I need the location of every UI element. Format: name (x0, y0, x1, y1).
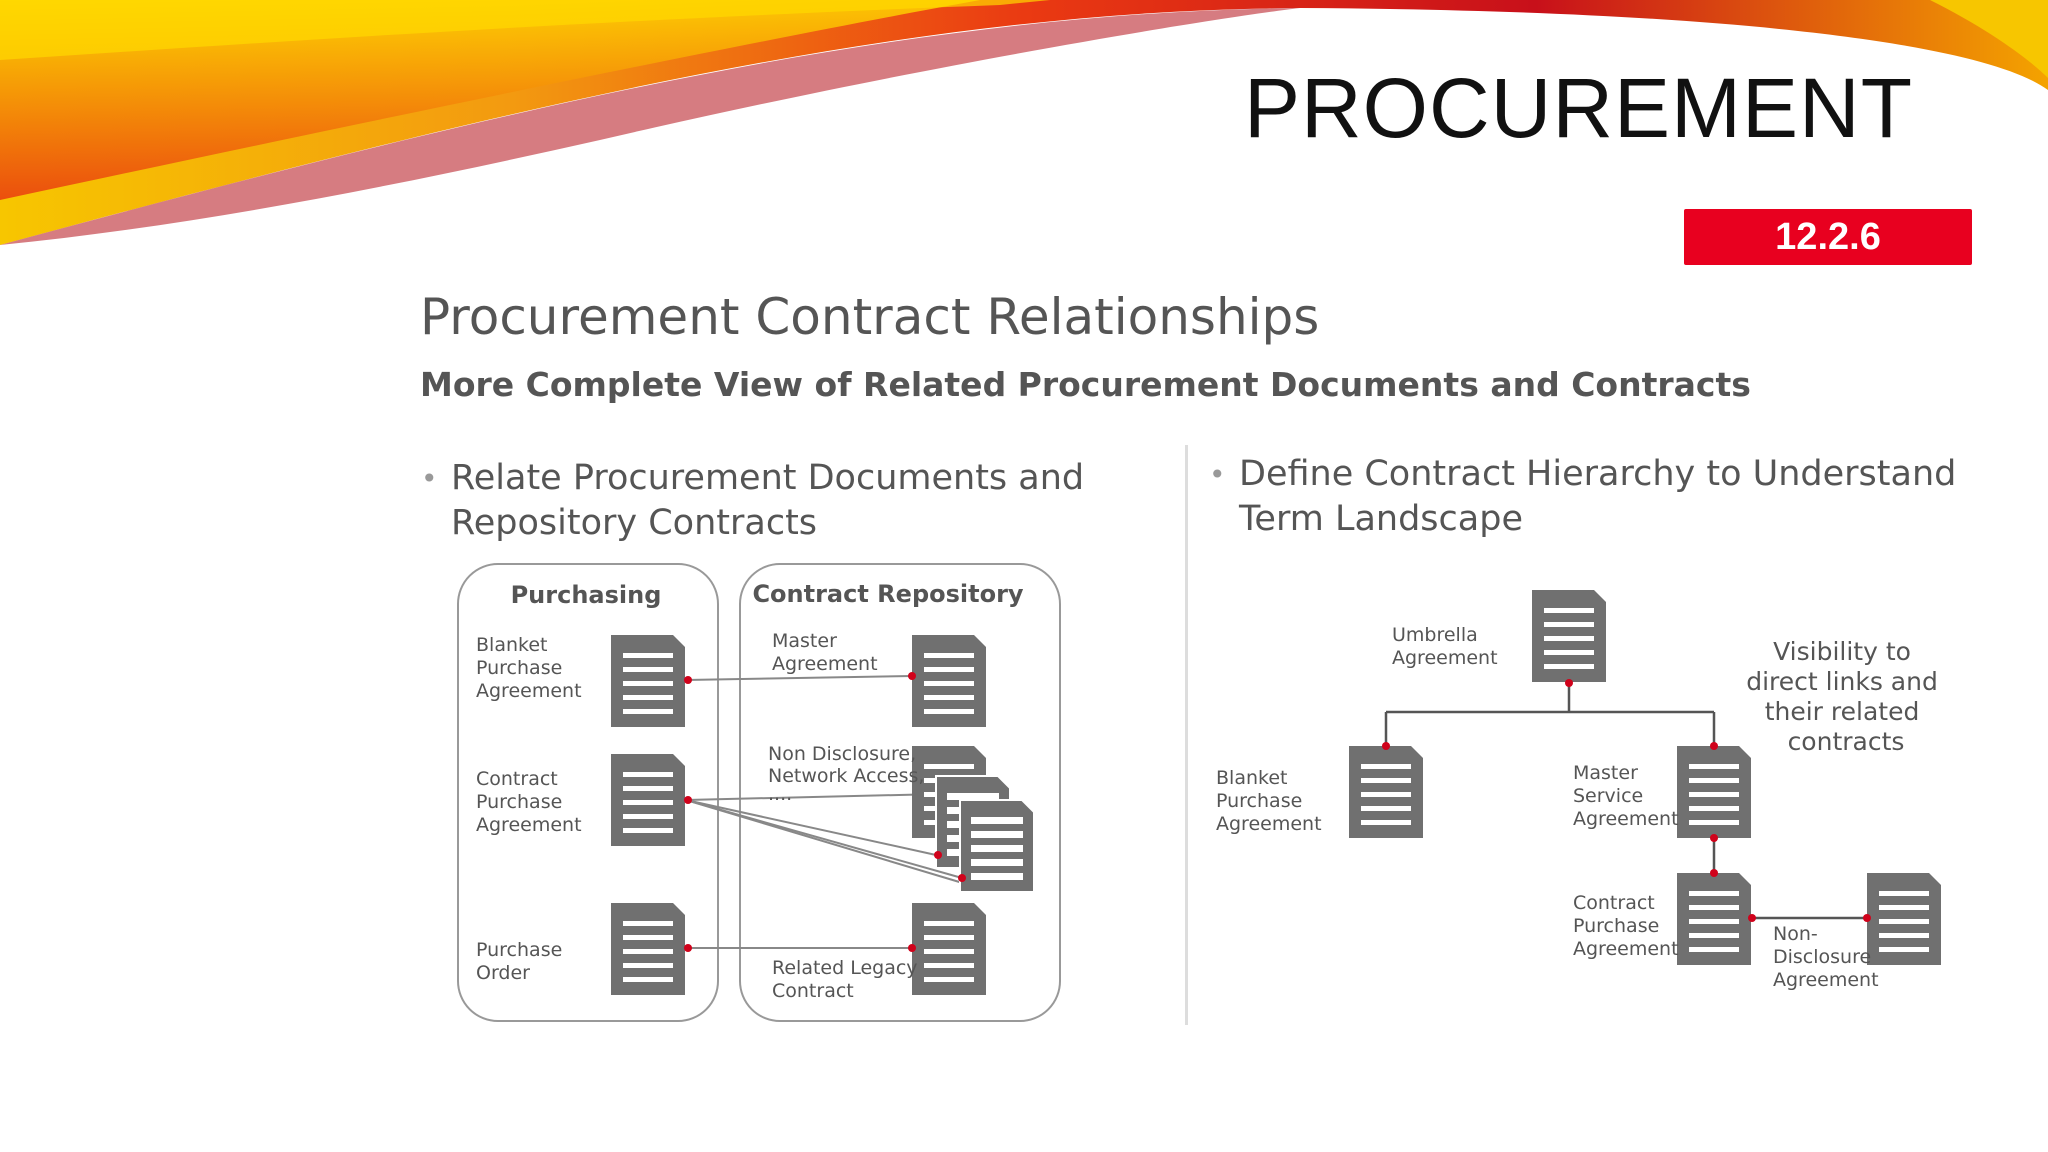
bpa-label: Blanket Purchase Agreement (476, 634, 582, 702)
nda-doc-stack-icon-3 (959, 799, 1035, 893)
right-cpa-label: Contract Purchase Agreement (1573, 892, 1679, 960)
master-agreement-doc-icon (912, 635, 986, 727)
version-badge: 12.2.6 (1684, 209, 1972, 265)
right-bullet-line-2: Term Landscape (1239, 499, 1523, 539)
column-divider (1185, 445, 1188, 1025)
left-connector-dots (684, 672, 966, 952)
content-heading: Procurement Contract Relationships (420, 288, 1320, 346)
right-bullet-line-1: Define Contract Hierarchy to Understand (1239, 454, 1957, 494)
left-bullet: • Relate Procurement Documents and Repos… (421, 456, 1085, 546)
right-bpa-doc-icon (1349, 746, 1423, 838)
left-bullet-line-2: Repository Contracts (451, 503, 818, 543)
purchasing-box (457, 563, 719, 1022)
repository-title: Contract Repository (752, 580, 1023, 608)
right-cpa-doc-icon (1677, 873, 1751, 965)
umbrella-agreement-doc-icon (1532, 590, 1606, 682)
left-connectors (685, 675, 967, 949)
visibility-note: Visibility to direct links and their rel… (1746, 637, 1946, 756)
repository-box (739, 563, 1061, 1022)
contract-purchase-agreement-doc-icon (611, 754, 685, 846)
purchase-order-doc-icon (611, 903, 685, 995)
blanket-purchase-agreement-doc-icon (611, 635, 685, 727)
legacy-contract-doc-icon (912, 903, 986, 995)
bullet-dot-icon: • (421, 462, 438, 495)
right-nda-label: Non- Disclosure Agreement (1773, 923, 1879, 991)
slide-title: PROCUREMENT (1243, 61, 1913, 155)
umbrella-label: Umbrella Agreement (1392, 624, 1498, 669)
legacy-contract-label: Related Legacy Contract (772, 957, 924, 1002)
nda-network-label: Non Disclosure, Network Access, .... (768, 743, 931, 805)
right-bullet: • Define Contract Hierarchy to Understan… (1209, 452, 1957, 542)
hierarchy-connector-dots (1382, 679, 1871, 922)
content-subheading: More Complete View of Related Procuremen… (420, 365, 1751, 404)
master-agreement-label: Master Agreement (772, 630, 878, 675)
msa-label: Master Service Agreement (1573, 762, 1679, 830)
hierarchy-connectors (1384, 683, 1867, 920)
msa-doc-icon (1677, 746, 1751, 838)
right-bpa-label: Blanket Purchase Agreement (1216, 767, 1322, 835)
right-nda-doc-icon (1867, 873, 1941, 965)
purchasing-title: Purchasing (511, 581, 662, 609)
po-label: Purchase Order (476, 939, 568, 984)
cpa-label: Contract Purchase Agreement (476, 768, 582, 836)
decorative-swoosh (0, 0, 2048, 245)
left-bullet-line-1: Relate Procurement Documents and (451, 458, 1085, 498)
bullet-dot-icon: • (1209, 458, 1226, 491)
